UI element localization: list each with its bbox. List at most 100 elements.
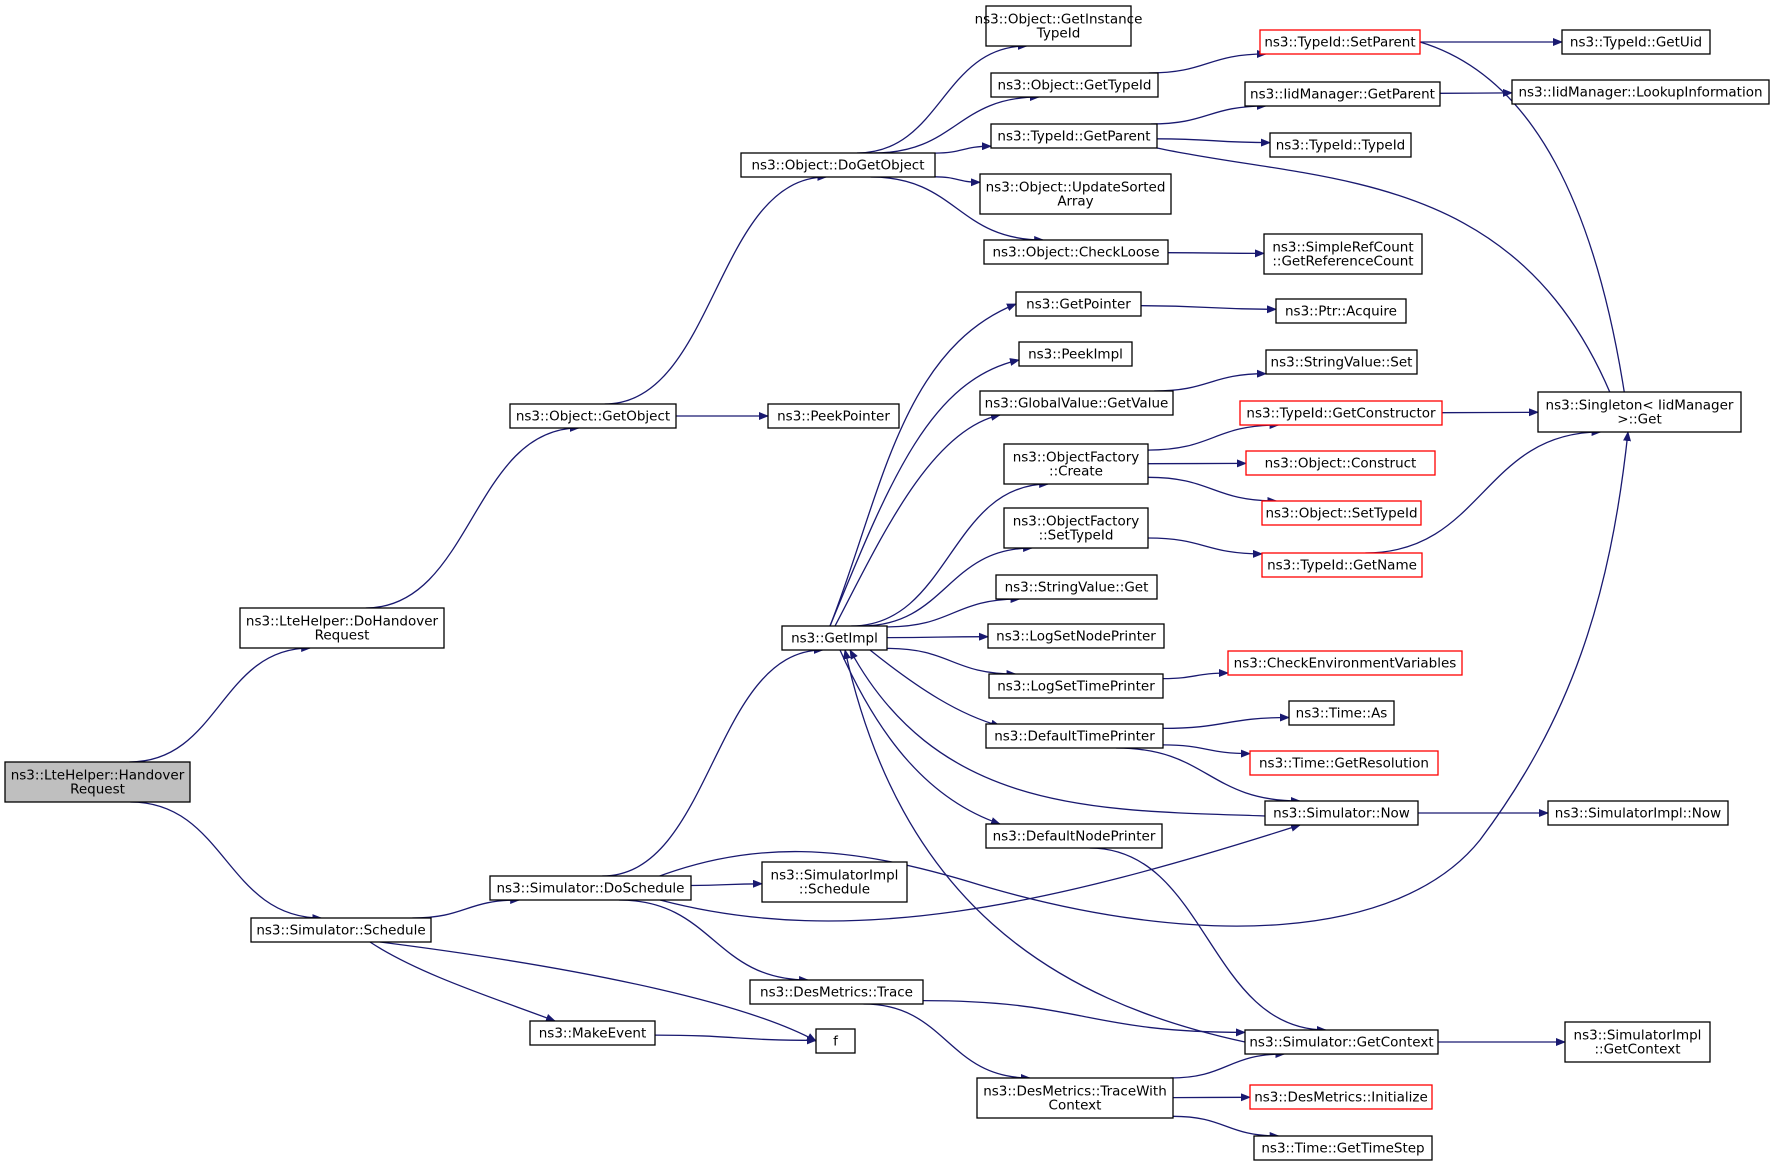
node-box[interactable] [990, 72, 1159, 98]
graph-node[interactable]: ns3::Object::CheckLoose [983, 239, 1169, 265]
node-box[interactable] [979, 173, 1172, 215]
graph-node[interactable]: ns3::IidManager::GetParent [1244, 81, 1441, 107]
node-box[interactable] [1264, 800, 1419, 826]
graph-node[interactable]: ns3::SimulatorImpl::GetContext [1564, 1021, 1711, 1063]
node-box[interactable] [1003, 443, 1149, 485]
node-box[interactable] [239, 607, 445, 649]
graph-node[interactable]: ns3::Ptr::Acquire [1275, 298, 1407, 324]
node-box[interactable] [1239, 400, 1443, 426]
graph-node[interactable]: ns3::MakeEvent [529, 1020, 656, 1046]
node-box[interactable] [1259, 29, 1421, 55]
node-box[interactable] [979, 390, 1174, 416]
graph-node[interactable]: ns3::PeekPointer [767, 403, 900, 429]
node-box[interactable] [976, 1077, 1174, 1119]
node-box[interactable] [1275, 298, 1407, 324]
graph-node[interactable]: ns3::DesMetrics::Trace [749, 979, 924, 1005]
node-box[interactable] [1018, 341, 1133, 367]
graph-node[interactable]: ns3::Simulator::Schedule [250, 917, 432, 943]
node-box[interactable] [985, 823, 1163, 849]
node-box[interactable] [781, 625, 888, 651]
graph-node[interactable]: ns3::LogSetTimePrinter [988, 673, 1164, 699]
graph-node[interactable]: ns3::Simulator::DoSchedule [489, 875, 692, 901]
node-box[interactable] [1249, 750, 1439, 776]
graph-node[interactable]: ns3::TypeId::SetParent [1259, 29, 1421, 55]
graph-node[interactable]: ns3::Simulator::GetContext [1244, 1029, 1439, 1055]
graph-node[interactable]: ns3::Object::GetObject [509, 403, 677, 429]
graph-node[interactable]: ns3::Time::As [1288, 700, 1395, 726]
node-box[interactable] [1511, 79, 1770, 105]
node-box[interactable] [1265, 349, 1418, 375]
node-box[interactable] [990, 123, 1158, 149]
graph-node[interactable]: ns3::StringValue::Set [1265, 349, 1418, 375]
graph-node[interactable]: ns3::GetPointer [1015, 291, 1142, 317]
graph-node[interactable]: ns3::Singleton< IidManager>::Get [1537, 391, 1742, 433]
graph-node[interactable]: ns3::TypeId::GetUid [1561, 29, 1711, 55]
graph-node[interactable]: ns3::ObjectFactory::Create [1003, 443, 1149, 485]
node-box[interactable] [1547, 800, 1729, 826]
node-box[interactable] [250, 917, 432, 943]
node-box[interactable] [509, 403, 677, 429]
node-box[interactable] [767, 403, 900, 429]
graph-node[interactable]: ns3::SimpleRefCount::GetReferenceCount [1263, 233, 1423, 275]
graph-node[interactable]: ns3::TypeId::GetName [1261, 552, 1423, 578]
node-box[interactable] [1245, 450, 1436, 476]
node-box[interactable] [1253, 1135, 1433, 1161]
graph-node[interactable]: ns3::SimulatorImpl::Now [1547, 800, 1729, 826]
node-box[interactable] [1537, 391, 1742, 433]
node-box[interactable] [749, 979, 924, 1005]
node-box[interactable] [1249, 1084, 1433, 1110]
graph-node[interactable]: ns3::Object::SetTypeId [1261, 500, 1422, 526]
graph-node[interactable]: ns3::DefaultTimePrinter [985, 723, 1164, 749]
node-box[interactable] [1263, 233, 1423, 275]
node-box[interactable] [987, 623, 1165, 649]
graph-node[interactable]: ns3::GlobalValue::GetValue [979, 390, 1174, 416]
graph-node[interactable]: ns3::Simulator::Now [1264, 800, 1419, 826]
graph-node[interactable]: ns3::Time::GetResolution [1249, 750, 1439, 776]
node-box[interactable] [1015, 291, 1142, 317]
graph-node[interactable]: ns3::LogSetNodePrinter [987, 623, 1165, 649]
graph-node[interactable]: ns3::StringValue::Get [995, 574, 1158, 600]
graph-node[interactable]: ns3::PeekImpl [1018, 341, 1133, 367]
node-box[interactable] [1003, 507, 1149, 549]
node-box[interactable] [985, 5, 1132, 47]
graph-node[interactable]: ns3::IidManager::LookupInformation [1511, 79, 1770, 105]
graph-node[interactable]: ns3::GetImpl [781, 625, 888, 651]
node-box[interactable] [1561, 29, 1711, 55]
graph-node[interactable]: ns3::DefaultNodePrinter [985, 823, 1163, 849]
graph-node[interactable]: ns3::ObjectFactory::SetTypeId [1003, 507, 1149, 549]
graph-node[interactable]: ns3::DesMetrics::Initialize [1249, 1084, 1433, 1110]
node-box[interactable] [815, 1028, 856, 1054]
node-box[interactable] [1261, 500, 1422, 526]
node-box[interactable] [1244, 1029, 1439, 1055]
graph-node[interactable]: ns3::Object::DoGetObject [740, 152, 936, 178]
graph-node[interactable]: f [815, 1028, 856, 1054]
node-box[interactable] [1288, 700, 1395, 726]
graph-node[interactable]: ns3::TypeId::GetParent [990, 123, 1158, 149]
node-box[interactable] [740, 152, 936, 178]
node-box[interactable] [983, 239, 1169, 265]
node-box[interactable] [489, 875, 692, 901]
graph-node[interactable]: ns3::TypeId::TypeId [1269, 132, 1412, 158]
graph-node[interactable]: ns3::CheckEnvironmentVariables [1227, 650, 1463, 676]
graph-node[interactable]: ns3::Time::GetTimeStep [1253, 1135, 1433, 1161]
node-box[interactable] [1227, 650, 1463, 676]
graph-node[interactable]: ns3::TypeId::GetConstructor [1239, 400, 1443, 426]
node-box[interactable] [988, 673, 1164, 699]
node-box[interactable] [1244, 81, 1441, 107]
graph-node[interactable]: ns3::Object::Construct [1245, 450, 1436, 476]
node-box[interactable] [1269, 132, 1412, 158]
node-box[interactable] [985, 723, 1164, 749]
node-box[interactable] [529, 1020, 656, 1046]
node-box[interactable] [4, 761, 191, 803]
node-box[interactable] [1564, 1021, 1711, 1063]
graph-node[interactable]: ns3::SimulatorImpl::Schedule [761, 861, 908, 903]
graph-node[interactable]: ns3::Object::GetTypeId [990, 72, 1159, 98]
node-box[interactable] [995, 574, 1158, 600]
node-box[interactable] [1261, 552, 1423, 578]
node-box[interactable] [761, 861, 908, 903]
